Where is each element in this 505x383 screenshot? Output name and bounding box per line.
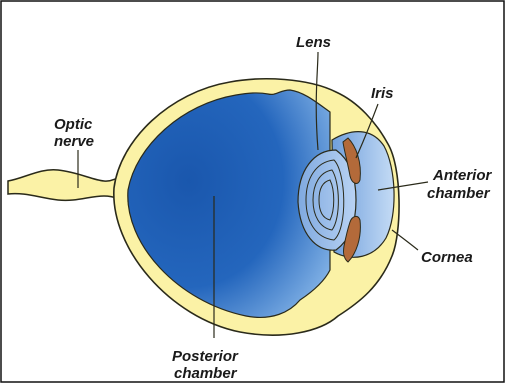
label-lens: Lens <box>296 34 331 51</box>
label-iris: Iris <box>371 85 394 102</box>
label-posterior-line1: Posterior <box>172 348 239 365</box>
label-optic-line1: Optic <box>54 116 93 133</box>
label-optic-line2: nerve <box>54 133 94 150</box>
label-anterior-line2: chamber <box>427 185 491 202</box>
label-posterior-line2: chamber <box>174 365 238 382</box>
label-cornea: Cornea <box>421 249 473 266</box>
label-anterior-line1: Anterior <box>432 167 493 184</box>
